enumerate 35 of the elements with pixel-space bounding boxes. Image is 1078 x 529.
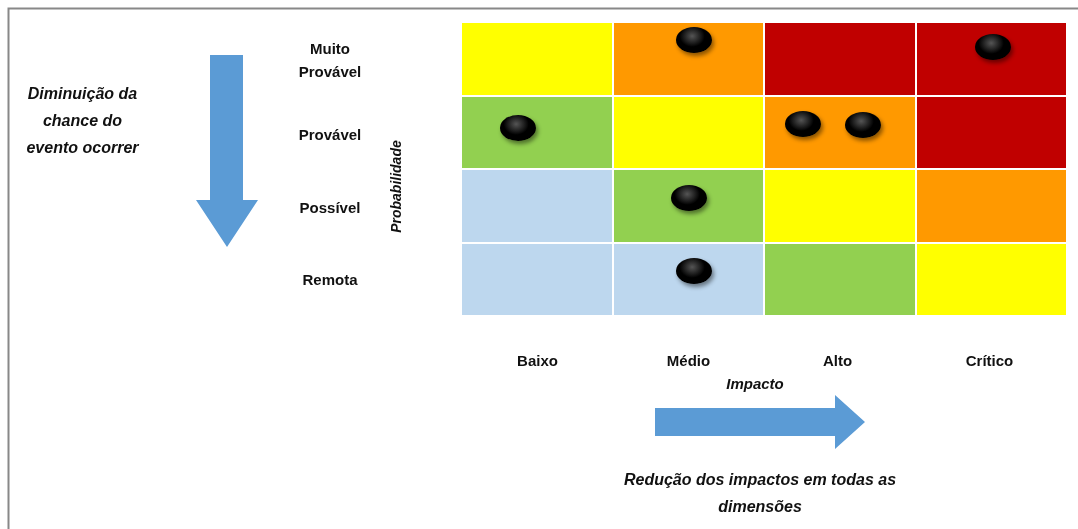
matrix-cell <box>612 242 764 316</box>
matrix-cell <box>461 22 613 96</box>
matrix-cell <box>612 169 764 243</box>
risk-dot <box>845 111 881 138</box>
risk-dot <box>670 185 707 211</box>
matrix-cell <box>461 169 613 243</box>
matrix-cell <box>915 242 1067 316</box>
row-label: Provável <box>297 125 363 145</box>
risk-dot <box>675 257 712 284</box>
matrix-cell <box>915 169 1067 243</box>
axis-title: Probabilidade <box>387 142 406 233</box>
side-note: Redução dos impactos em todas as dimensões <box>622 470 898 518</box>
column-label: Alto <box>821 351 854 371</box>
column-label: Crítico <box>964 351 1015 371</box>
column-label: Médio <box>665 351 712 371</box>
row-label: Remota <box>301 270 359 290</box>
matrix-cell <box>764 169 916 243</box>
matrix-cell <box>764 242 916 316</box>
matrix-cell <box>915 95 1067 169</box>
risk-dot <box>974 34 1011 60</box>
risk-dot <box>785 110 821 137</box>
matrix-cell <box>612 95 764 169</box>
risk-dot <box>500 114 536 141</box>
row-label: Muito Provável <box>297 39 363 83</box>
matrix-cell <box>612 22 764 96</box>
matrix-cell <box>461 95 613 169</box>
risk-dot <box>675 27 712 53</box>
matrix-cell <box>764 95 916 169</box>
matrix-cell <box>764 22 916 96</box>
row-label: Possível <box>298 198 362 218</box>
column-label: Baixo <box>516 351 559 371</box>
matrix-cell <box>915 22 1067 96</box>
side-note: Diminuição da chance do evento ocorrer <box>25 84 140 159</box>
matrix-cell <box>461 242 613 316</box>
axis-title: Impacto <box>725 374 785 394</box>
